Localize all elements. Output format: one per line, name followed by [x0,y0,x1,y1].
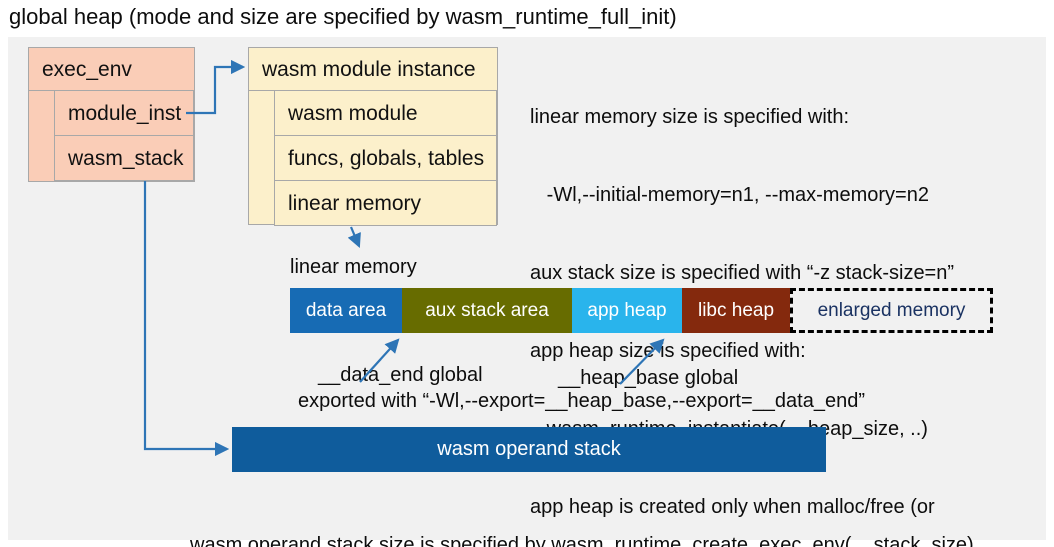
linear-memory-label: linear memory [290,256,417,278]
page-title: global heap (mode and size are specified… [9,4,677,29]
note-line: app heap size is specified with: [530,340,806,362]
note-line: -Wl,--initial-memory=n1, --max-memory=n2 [530,184,929,206]
wasm-operand-stack-bar: wasm operand stack [232,427,826,472]
segment-aux-stack-area: aux stack area [402,288,572,333]
segment-data-area: data area [290,288,402,333]
segment-libc-heap: libc heap [682,288,790,333]
diagram-panel: exec_env module_inst wasm_stack wasm mod… [8,37,1046,547]
note-line: wasm operand stack size is specified by … [190,534,974,547]
note-line: aux stack size is specified with “-z sta… [530,262,955,284]
data-end-global-label: __data_end global [318,364,483,386]
module-instance-row-linear-memory: linear memory [274,180,497,226]
exec-env-row-wasm-stack: wasm_stack [54,135,194,181]
exec-env-header: exec_env [29,48,194,91]
segment-enlarged-memory: enlarged memory [790,288,993,333]
linear-memory-bar: data area aux stack area app heap libc h… [290,288,993,333]
module-instance-row-funcs-globals-tables: funcs, globals, tables [274,135,497,181]
heap-base-global-label: __heap_base global [558,367,739,389]
exec-env-box: exec_env module_inst wasm_stack [28,47,195,182]
operand-stack-notes: wasm operand stack size is specified by … [190,483,974,547]
exec-env-row-module-inst: module_inst [54,90,194,136]
wasm-module-instance-header: wasm module instance [249,48,497,91]
note-line: linear memory size is specified with: [530,106,849,128]
module-instance-row-wasm-module: wasm module [274,90,497,136]
exported-with-label: exported with “-Wl,--export=__heap_base,… [298,390,865,412]
segment-app-heap: app heap [572,288,682,333]
note-line: app heap is created only when malloc/fre… [530,496,935,518]
wasm-module-instance-box: wasm module instance wasm module funcs, … [248,47,498,226]
